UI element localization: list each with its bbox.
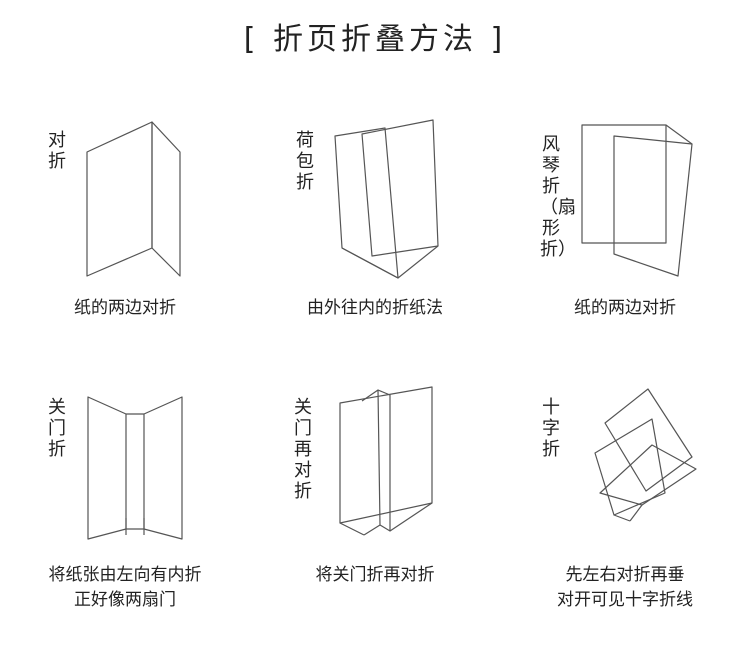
half-fold-diagram xyxy=(86,121,181,277)
panel-caption: 将纸张由左向有内折 正好像两扇门 xyxy=(48,565,202,610)
double-gate-fold-diagram xyxy=(339,386,433,536)
panel-caption: 纸的两边对折 xyxy=(74,298,176,318)
panel-label: 关门再对折 xyxy=(294,397,312,502)
cross-fold-diagram xyxy=(594,388,697,522)
panel-label: 关门折 xyxy=(48,397,66,460)
panel-caption: 先左右对折再垂 对开可见十字折线 xyxy=(557,565,693,610)
panel-cross-fold: 十字折 先左右对折再垂 对开可见十字折线 xyxy=(500,385,750,615)
panel-accordion-fold: 风琴折（扇形折） 纸的两边对折 xyxy=(500,110,750,330)
pocket-fold-diagram xyxy=(334,119,439,279)
panel-label: 十字折 xyxy=(542,397,560,460)
gate-fold-diagram xyxy=(87,396,183,540)
panel-double-gate-fold: 关门再对折 将关门折再对折 xyxy=(250,385,500,615)
panel-caption: 纸的两边对折 xyxy=(574,298,676,318)
panel-caption: 由外往内的折纸法 xyxy=(307,298,443,318)
page-title: [ 折页折叠方法 ] xyxy=(243,22,507,57)
panel-label: 对折 xyxy=(48,130,66,172)
panel-gate-fold: 关门折 将纸张由左向有内折 正好像两扇门 xyxy=(0,385,250,615)
panel-caption: 将关门折再对折 xyxy=(315,565,435,585)
accordion-fold-diagram xyxy=(581,124,693,277)
panel-half-fold: 对折 纸的两边对折 xyxy=(0,110,250,330)
panel-label: 荷包折 xyxy=(296,130,314,193)
panel-pocket-fold: 荷包折 由外往内的折纸法 xyxy=(250,110,500,330)
